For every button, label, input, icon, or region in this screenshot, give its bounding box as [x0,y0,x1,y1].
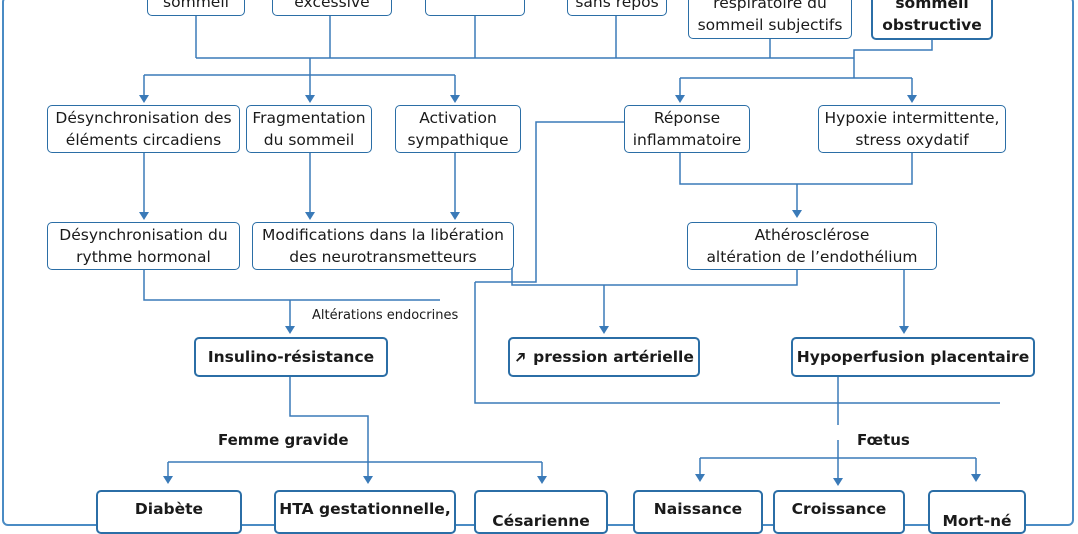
box-croissance: Croissance [773,490,905,534]
reponse-line2: inflammatoire [632,131,742,149]
box-modifications-neurotransmetteurs: Modifications dans la libération des neu… [252,222,514,270]
athero-line2: altération de l’endothélium [706,248,918,266]
box-hypoperfusion-placentaire: Hypoperfusion placentaire [791,337,1035,377]
top-box-sommeil: sommeil [147,0,245,16]
top-box-apnee-line2: obstructive [882,16,982,34]
activation-line2: sympathique [407,131,509,149]
mort-ne-text: Mort-né [942,512,1012,530]
reponse-line1: Réponse [653,109,721,127]
top-box-apnee-line1: sommeil [895,0,969,12]
box-fragmentation: Fragmentation du sommeil [246,105,372,153]
diabete-text: Diabète [134,500,204,518]
top-box-troubles-subjectifs: respiratoire du sommeil subjectifs [688,0,852,39]
top-box-blank [425,0,525,16]
box-hypoxie: Hypoxie intermittente, stress oxydatif [818,105,1006,153]
box-desynchronisation-rythme: Désynchronisation du rythme hormonal [47,222,240,270]
croissance-text: Croissance [791,500,887,518]
top-box-troubles-line1: respiratoire du [713,0,827,12]
desync-rythme-line2: rythme hormonal [76,248,211,266]
top-box-sans-repos-text: sans repos [575,0,659,11]
insulino-text: Insulino-résistance [207,348,375,366]
modif-line2: des neurotransmetteurs [289,248,477,266]
box-mort-ne: Mort-né [928,490,1026,534]
top-box-excessive-text: excessive [294,0,370,11]
fragmentation-line2: du sommeil [263,131,355,149]
top-box-apnee-obstructive: sommeil obstructive [871,0,993,40]
box-insulino-resistance: Insulino-résistance [194,337,388,377]
top-box-sans-repos: sans repos [567,0,667,16]
label-alterations-endocrines: Altérations endocrines [312,308,459,323]
top-box-troubles-line2: sommeil subjectifs [697,15,843,34]
fragmentation-line1: Fragmentation [252,109,366,127]
cesarienne-text: Césarienne [492,512,590,530]
label-femme-gravide: Femme gravide [218,431,349,449]
athero-line1: Athérosclérose [754,226,870,244]
desync-rythme-line1: Désynchronisation du [59,226,228,244]
desync-elements-line1: Désynchronisation des [55,109,232,127]
box-reponse-inflammatoire: Réponse inflammatoire [624,105,750,153]
box-atherosclerose: Athérosclérose altération de l’endothéli… [687,222,937,270]
label-foetus: Fœtus [857,431,910,449]
hypoperfusion-text: Hypoperfusion placentaire [796,348,1030,366]
box-desynchronisation-elements: Désynchronisation des éléments circadien… [47,105,240,153]
modif-line1: Modifications dans la libération [262,226,504,244]
hta-text: HTA gestationnelle, [279,500,451,518]
desync-elements-line2: éléments circadiens [65,131,222,149]
box-cesarienne: Césarienne [474,490,608,534]
hypoxie-line2: stress oxydatif [855,131,969,149]
activation-line1: Activation [419,109,497,127]
hypoxie-line1: Hypoxie intermittente, [824,109,1000,127]
box-hta-gestationnelle: HTA gestationnelle, [274,490,456,534]
top-box-excessive: excessive [272,0,392,16]
naissance-text: Naissance [653,500,743,518]
box-naissance: Naissance [633,490,763,534]
pression-text: pression artérielle [533,348,694,366]
box-pression-arterielle: ➔ pression artérielle [508,337,700,377]
top-box-sommeil-text: sommeil [163,0,229,11]
box-activation-sympathique: Activation sympathique [395,105,521,153]
wire-top-6 [853,40,933,58]
box-diabete: Diabète [96,490,242,534]
connector-lines [139,15,1000,486]
arrow-up-right-icon: ➔ [509,346,532,368]
